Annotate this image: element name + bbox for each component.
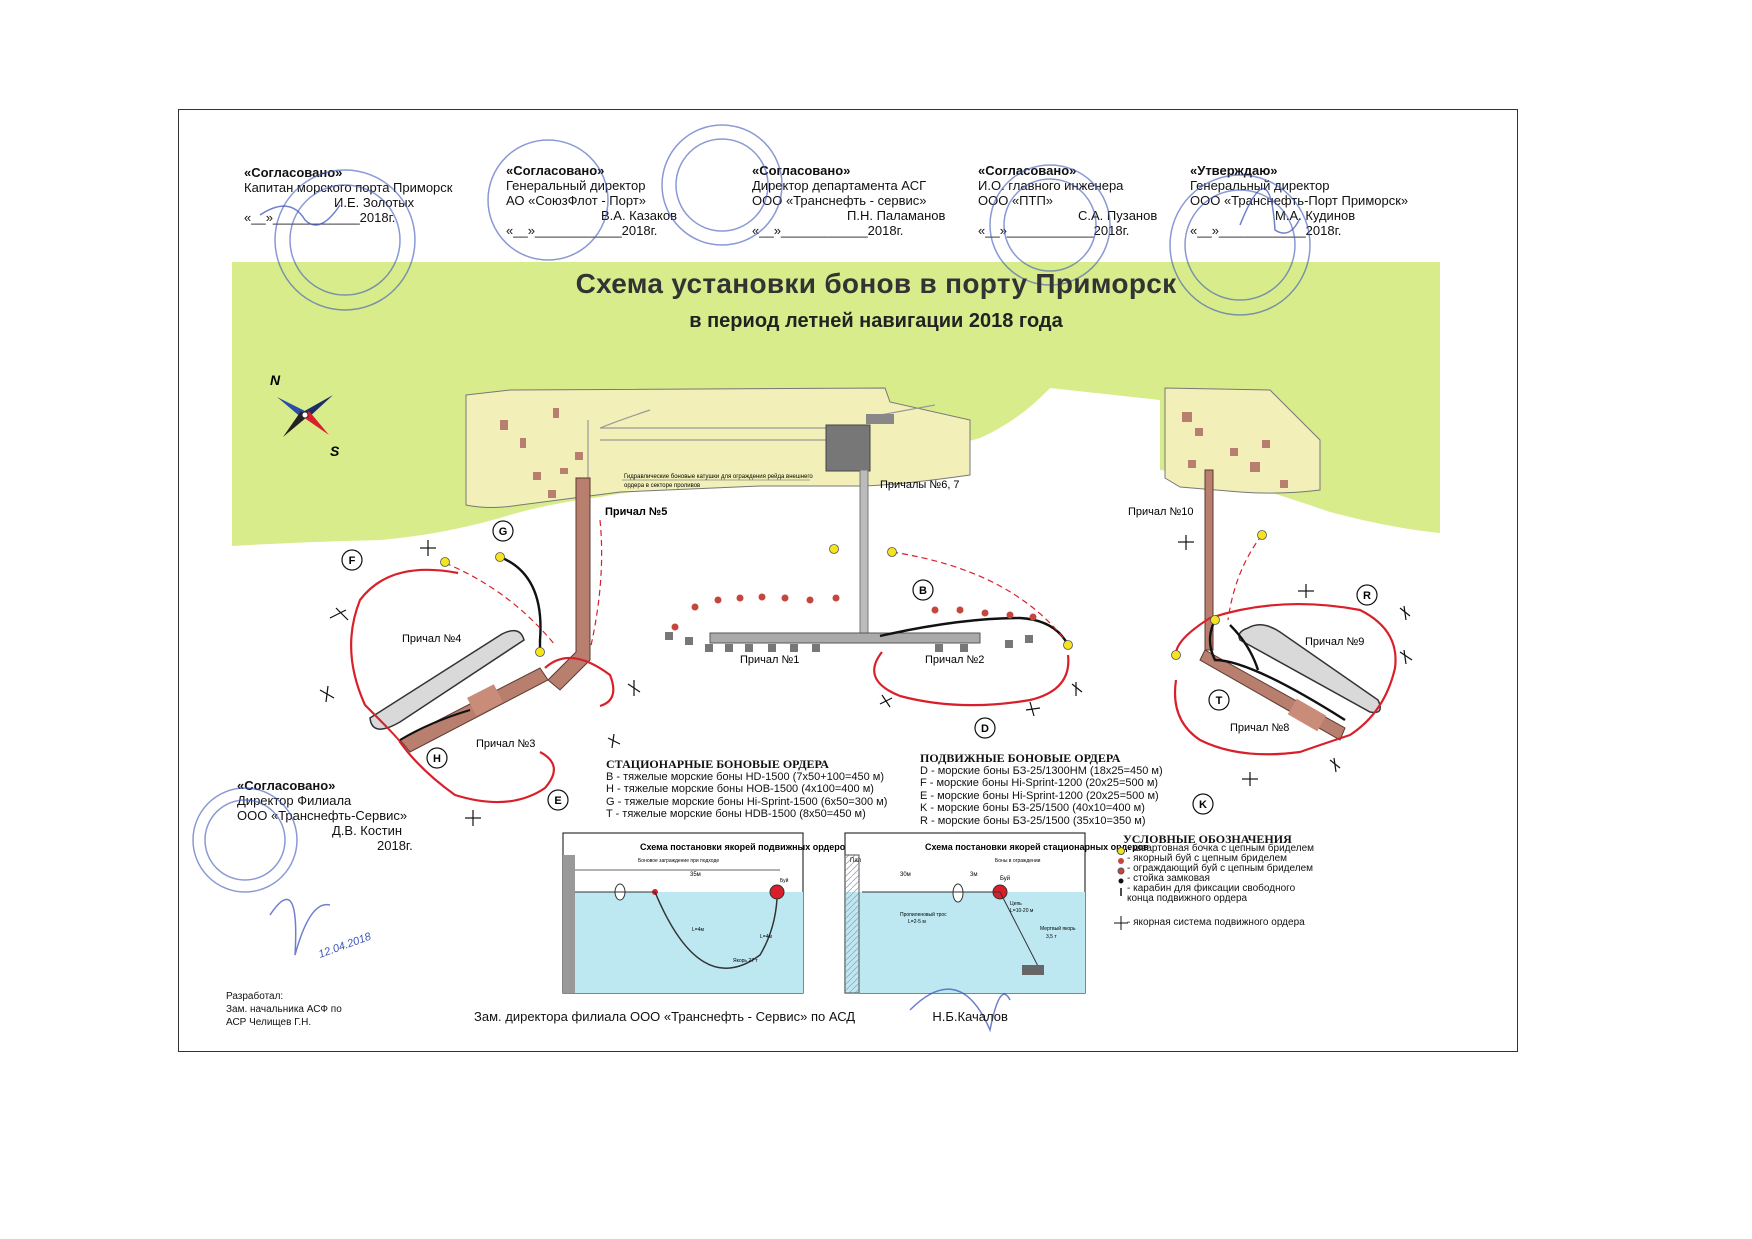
label-berth-4: Причал №4 bbox=[402, 633, 461, 645]
inset2-title: Схема постановки якорей стационарных орд… bbox=[925, 842, 1149, 852]
anchor-buoys-row bbox=[671, 593, 1037, 631]
building bbox=[866, 414, 894, 424]
boom-D-red bbox=[873, 651, 1070, 707]
berth-mooring-blocks bbox=[665, 632, 1033, 652]
boom-label-E: E bbox=[554, 795, 561, 807]
boom-label-G: G bbox=[499, 526, 508, 538]
inset1-l2: L=4м bbox=[760, 934, 772, 940]
compass-north: N bbox=[270, 372, 281, 388]
inset-mobile-anchoring: Схема постановки якорей подвижных ордеро… bbox=[562, 832, 851, 994]
hydraulic-note-line2: ордера в секторе проливов bbox=[624, 483, 700, 489]
legend-lock-post-icon bbox=[1118, 878, 1124, 884]
label-berth-8: Причал №8 bbox=[1230, 722, 1289, 734]
label-berth-9: Причал №9 bbox=[1305, 636, 1364, 648]
tanker-berth-9 bbox=[1238, 624, 1381, 714]
signatures bbox=[259, 188, 1301, 1033]
inset2-rope: Пропиленовый трос bbox=[900, 911, 947, 918]
developer-credits: Разработал: Зам. начальника АСФ по АСР Ч… bbox=[226, 991, 342, 1028]
inset1-buoy: Буй bbox=[780, 877, 789, 884]
inset2-anchor2: 3,5 т bbox=[1046, 934, 1057, 940]
boom-R-K-red bbox=[1174, 602, 1397, 756]
boom-label-circles bbox=[341, 520, 1378, 815]
page-title: Схема установки бонов в порту Приморск bbox=[575, 268, 1177, 299]
boom-T-black bbox=[1208, 619, 1346, 722]
inset2-d2: 3м bbox=[970, 872, 977, 878]
compass-south: S bbox=[330, 443, 340, 459]
legend-anchor-buoy-icon bbox=[1118, 858, 1124, 864]
footer-signoff: Зам. директора филиала ООО «Транснефть -… bbox=[474, 1009, 1008, 1024]
inset-stationary-anchoring: Схема постановки якорей стационарных орд… bbox=[844, 832, 1149, 994]
approval-ptp: «Согласовано» И.О. главного инженера ООО… bbox=[978, 163, 1158, 238]
central-tank bbox=[825, 424, 871, 472]
legend-guard-buoy-icon bbox=[1117, 867, 1125, 875]
boom-label-H: H bbox=[433, 753, 441, 765]
label-berth-1: Причал №1 bbox=[740, 654, 799, 666]
jetty-main bbox=[859, 469, 869, 641]
boom-label-K: K bbox=[1199, 799, 1207, 811]
right-buildings bbox=[1182, 412, 1288, 488]
inset2-chain: Цепь bbox=[1010, 901, 1022, 907]
legend-symbols bbox=[1114, 847, 1128, 930]
boom-dashed-right bbox=[1227, 534, 1263, 621]
inset2-anchor: Мертвый якорь bbox=[1040, 925, 1076, 932]
approval-soyuzflot: «Согласовано» Генеральный директор АО «С… bbox=[506, 163, 677, 238]
tanker-berth-4 bbox=[369, 629, 525, 730]
label-berth-6-7: Причалы №6, 7 bbox=[880, 479, 960, 491]
left-terminal-land bbox=[465, 387, 971, 508]
left-buildings bbox=[500, 408, 583, 498]
boom-G-black bbox=[499, 555, 542, 650]
right-terminal-land bbox=[1164, 387, 1321, 494]
boom-label-T: T bbox=[1216, 695, 1223, 707]
seal-stamps bbox=[192, 124, 1311, 893]
inset2-rope2: L=2-5 м bbox=[908, 919, 926, 925]
berth-8-platform bbox=[1287, 698, 1327, 732]
inset2-note: Боны в ограждении bbox=[995, 858, 1041, 864]
compass-rose-icon bbox=[277, 395, 333, 437]
boom-label-F: F bbox=[349, 555, 356, 567]
approval-harbor-master: «Согласовано» Капитан морского порта При… bbox=[244, 165, 453, 225]
boom-label-R: R bbox=[1363, 590, 1371, 602]
signature-date: 12.04.2018 bbox=[317, 930, 374, 960]
drawing-frame bbox=[178, 109, 1518, 1052]
label-berth-10: Причал №10 bbox=[1128, 506, 1194, 518]
berth-10-trestle bbox=[1204, 469, 1214, 651]
berth-5-trestle bbox=[547, 477, 591, 691]
boom-label-D: D bbox=[981, 723, 989, 735]
legend-mooring-icon bbox=[1117, 847, 1125, 855]
boom-F-E-red bbox=[350, 568, 615, 804]
boom-dashed-left bbox=[444, 519, 603, 651]
inset1-anchor: Якорь 27 т bbox=[733, 958, 758, 964]
label-berth-5: Причал №5 bbox=[605, 506, 667, 518]
boom-label-B: B bbox=[919, 585, 927, 597]
stationary-booms-legend: СТАЦИОНАРНЫЕ БОНОВЫЕ ОРДЕРА B - тяжелые … bbox=[606, 757, 888, 820]
page-subtitle: в период летней навигации 2018 года bbox=[689, 310, 1063, 332]
label-berth-3: Причал №3 bbox=[476, 738, 535, 750]
inset2-buoy: Буй bbox=[1000, 875, 1010, 882]
inset1-note: Боновое заграждение при подходе bbox=[638, 858, 719, 864]
boom-H-black bbox=[399, 709, 471, 741]
inset2-chain2: L=10-20 м bbox=[1010, 908, 1034, 914]
anchor-system-symbols bbox=[319, 535, 1413, 826]
hydraulic-note-line1: Гидравлические боновые катушки для ограж… bbox=[624, 473, 813, 480]
inset1-title: Схема постановки якорей подвижных ордеро… bbox=[640, 842, 851, 852]
berth-3-platform bbox=[467, 684, 503, 716]
inset2-d1: 30м bbox=[900, 872, 911, 878]
inset2-pier: Пал bbox=[850, 858, 862, 864]
symbols-legend: УСЛОВНЫЕ ОБОЗНАЧЕНИЯ - швартовная бочка … bbox=[1123, 832, 1315, 928]
mobile-booms-legend: ПОДВИЖНЫЕ БОНОВЫЕ ОРДЕРА D - морские бон… bbox=[920, 751, 1163, 827]
road bbox=[587, 404, 936, 488]
approval-asg: «Согласовано» Директор департамента АСГ … bbox=[752, 163, 946, 238]
inset1-l1: L=4м bbox=[692, 927, 704, 933]
berth-1-2-platform bbox=[709, 632, 981, 644]
approval-general-director: «Утверждаю» Генеральный директор ООО «Тр… bbox=[1190, 163, 1409, 238]
label-berth-2: Причал №2 bbox=[925, 654, 984, 666]
inset1-dist: 35м bbox=[690, 872, 701, 878]
mooring-buoys bbox=[440, 530, 1267, 660]
